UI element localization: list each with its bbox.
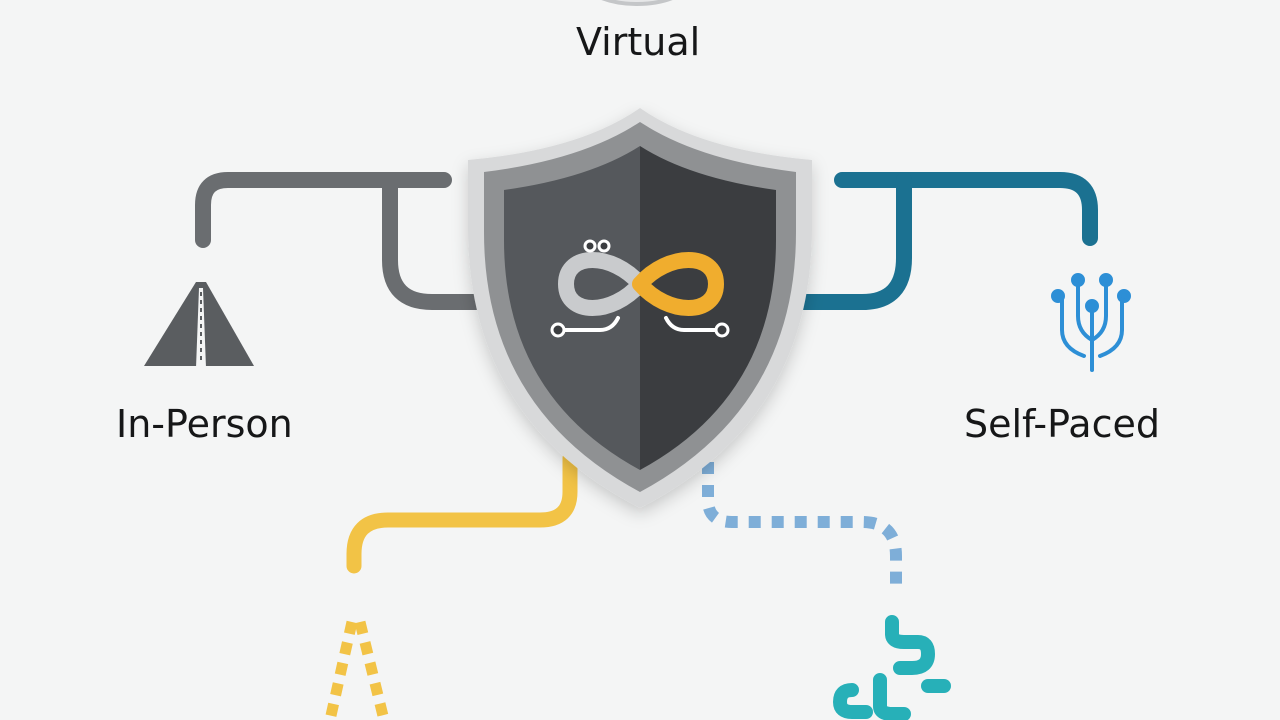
label-self-paced: Self-Paced bbox=[964, 402, 1160, 446]
yellow-path bbox=[346, 450, 578, 574]
squiggle-icon bbox=[833, 615, 951, 720]
circuit-tree-icon bbox=[1051, 273, 1131, 372]
dashed-road-icon bbox=[324, 620, 390, 720]
road-icon bbox=[144, 282, 254, 368]
circle-badge-icon bbox=[601, 0, 673, 6]
infinity-icon bbox=[550, 239, 730, 338]
in-person-connector bbox=[195, 172, 490, 310]
shield-infinity-icon bbox=[468, 108, 812, 508]
label-in-person: In-Person bbox=[116, 402, 293, 446]
label-virtual: Virtual bbox=[576, 20, 701, 64]
self-paced-connector bbox=[792, 172, 1098, 310]
blue-dotted-path bbox=[702, 462, 902, 588]
